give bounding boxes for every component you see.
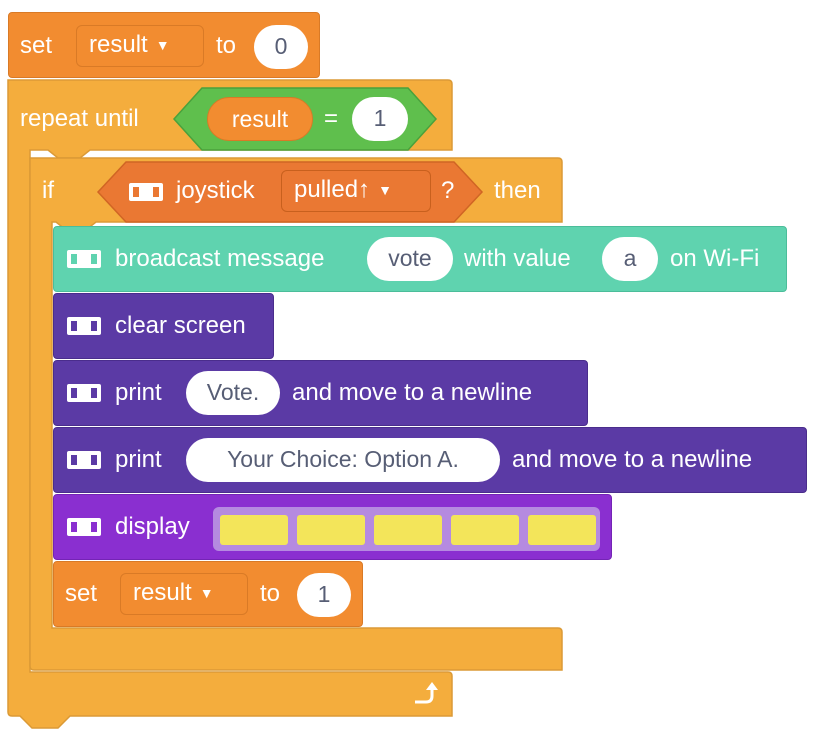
led-cell[interactable] xyxy=(528,515,596,545)
device-extension-icon xyxy=(67,317,101,335)
to-keyword: to xyxy=(216,32,237,59)
set-keyword: set xyxy=(65,580,98,607)
print-keyword: print xyxy=(115,379,162,406)
display-label: display xyxy=(115,513,190,540)
set-keyword: set xyxy=(20,32,53,59)
device-extension-icon xyxy=(67,451,101,469)
then-keyword: then xyxy=(494,177,541,204)
variable-dropdown[interactable]: result ▼ xyxy=(76,25,204,67)
clear-screen-label: clear screen xyxy=(115,312,246,339)
loop-arrow-icon xyxy=(415,682,438,704)
print-suffix: and move to a newline xyxy=(292,379,533,406)
device-extension-icon xyxy=(129,183,163,201)
value-input[interactable]: 1 xyxy=(297,573,351,617)
led-cell[interactable] xyxy=(451,515,519,545)
message-input[interactable]: vote xyxy=(367,237,453,281)
variable-dropdown[interactable]: result ▼ xyxy=(120,573,248,615)
dropdown-triangle-icon: ▼ xyxy=(199,585,214,601)
variable-dropdown-label: result xyxy=(133,579,192,606)
device-extension-icon xyxy=(67,250,101,268)
print-suffix: and move to a newline xyxy=(512,446,753,473)
led-cell[interactable] xyxy=(220,515,288,545)
condition-value-input[interactable]: 1 xyxy=(352,97,408,141)
value-input[interactable]: 0 xyxy=(254,25,308,69)
print-text-input[interactable]: Vote. xyxy=(186,371,280,415)
dropdown-triangle-icon: ▼ xyxy=(378,182,392,198)
dropdown-triangle-icon: ▼ xyxy=(155,37,170,53)
joystick-state-dropdown[interactable]: pulled↑ ▼ xyxy=(281,170,431,212)
repeat-until-keyword: repeat until xyxy=(20,105,139,132)
condition-variable-reporter[interactable]: result xyxy=(207,97,313,141)
if-keyword: if xyxy=(42,177,54,204)
with-value-label: with value xyxy=(464,245,571,272)
on-wifi-label: on Wi-Fi xyxy=(670,245,760,272)
device-extension-icon xyxy=(67,518,101,536)
joystick-label: joystick xyxy=(176,177,255,204)
variable-dropdown-label: result xyxy=(89,31,148,58)
led-cell[interactable] xyxy=(374,515,442,545)
print-keyword: print xyxy=(115,446,162,473)
to-keyword: to xyxy=(260,580,281,607)
broadcast-value-input[interactable]: a xyxy=(602,237,658,281)
device-extension-icon xyxy=(67,384,101,402)
print-text-input[interactable]: Your Choice: Option A. xyxy=(186,438,500,482)
joystick-state-label: pulled↑ xyxy=(294,176,371,203)
equals-sign: = xyxy=(324,105,339,132)
print-block[interactable] xyxy=(53,360,588,426)
broadcast-prefix: broadcast message xyxy=(115,245,325,272)
led-cell[interactable] xyxy=(297,515,365,545)
question-mark: ? xyxy=(441,177,455,204)
